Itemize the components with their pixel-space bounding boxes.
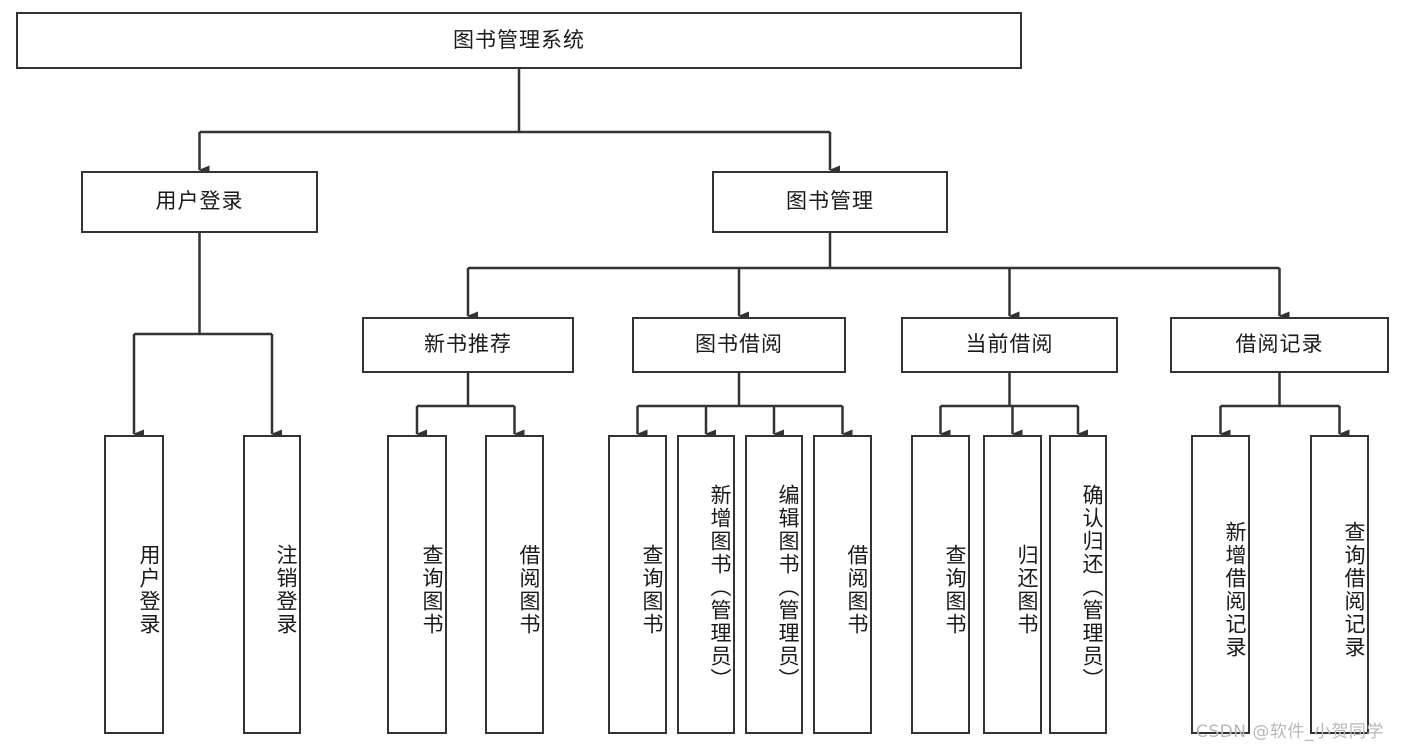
edge-layer — [132, 69, 1350, 439]
node-leaf-query-book-2: 查询图书 — [608, 435, 667, 734]
node-leaf-borrow-book-1: 借阅图书 — [485, 435, 544, 734]
node-leaf-confirm-return: 确认归还（管理员） — [1049, 435, 1107, 734]
node-label-new-book-rec: 新书推荐 — [424, 332, 512, 357]
node-book-manage: 图书管理 — [712, 171, 948, 233]
node-label-root: 图书管理系统 — [453, 27, 585, 52]
node-current-borrow: 当前借阅 — [901, 317, 1118, 373]
node-root: 图书管理系统 — [16, 12, 1022, 69]
node-label-leaf-query-book-1: 查询图书 — [420, 543, 444, 636]
node-user-login: 用户登录 — [81, 171, 318, 233]
node-new-book-rec: 新书推荐 — [362, 317, 574, 373]
node-label-leaf-add-book: 新增图书（管理员） — [708, 484, 732, 691]
node-label-leaf-add-record: 新增借阅记录 — [1223, 520, 1247, 659]
node-label-leaf-edit-book: 编辑图书（管理员） — [776, 484, 800, 691]
node-leaf-query-book-3: 查询图书 — [911, 435, 970, 734]
node-leaf-add-record: 新增借阅记录 — [1191, 435, 1250, 734]
node-leaf-user-login: 用户登录 — [104, 435, 164, 734]
node-leaf-query-record: 查询借阅记录 — [1310, 435, 1369, 734]
node-borrow-record: 借阅记录 — [1170, 317, 1389, 373]
node-label-leaf-query-book-3: 查询图书 — [943, 543, 967, 636]
node-leaf-add-book: 新增图书（管理员） — [677, 435, 735, 734]
node-leaf-query-book-1: 查询图书 — [387, 435, 447, 734]
node-label-leaf-borrow-book-1: 借阅图书 — [517, 543, 541, 636]
node-label-leaf-return-book: 归还图书 — [1015, 543, 1039, 636]
node-label-borrow-record: 借阅记录 — [1235, 332, 1324, 357]
node-label-leaf-query-record: 查询借阅记录 — [1342, 520, 1366, 659]
node-label-user-login: 用户登录 — [155, 189, 244, 214]
node-leaf-logout: 注销登录 — [243, 435, 301, 734]
node-label-book-manage: 图书管理 — [786, 189, 874, 214]
node-label-leaf-query-book-2: 查询图书 — [640, 543, 664, 636]
node-leaf-edit-book: 编辑图书（管理员） — [745, 435, 803, 734]
node-leaf-borrow-book-2: 借阅图书 — [813, 435, 872, 734]
node-label-current-borrow: 当前借阅 — [965, 332, 1054, 357]
node-book-borrow: 图书借阅 — [632, 317, 846, 373]
node-leaf-return-book: 归还图书 — [983, 435, 1042, 734]
node-label-book-borrow: 图书借阅 — [695, 332, 783, 357]
node-label-leaf-borrow-book-2: 借阅图书 — [845, 543, 869, 636]
node-label-leaf-logout: 注销登录 — [274, 543, 298, 636]
node-label-leaf-confirm-return: 确认归还（管理员） — [1080, 484, 1104, 691]
node-label-leaf-user-login: 用户登录 — [137, 543, 161, 636]
